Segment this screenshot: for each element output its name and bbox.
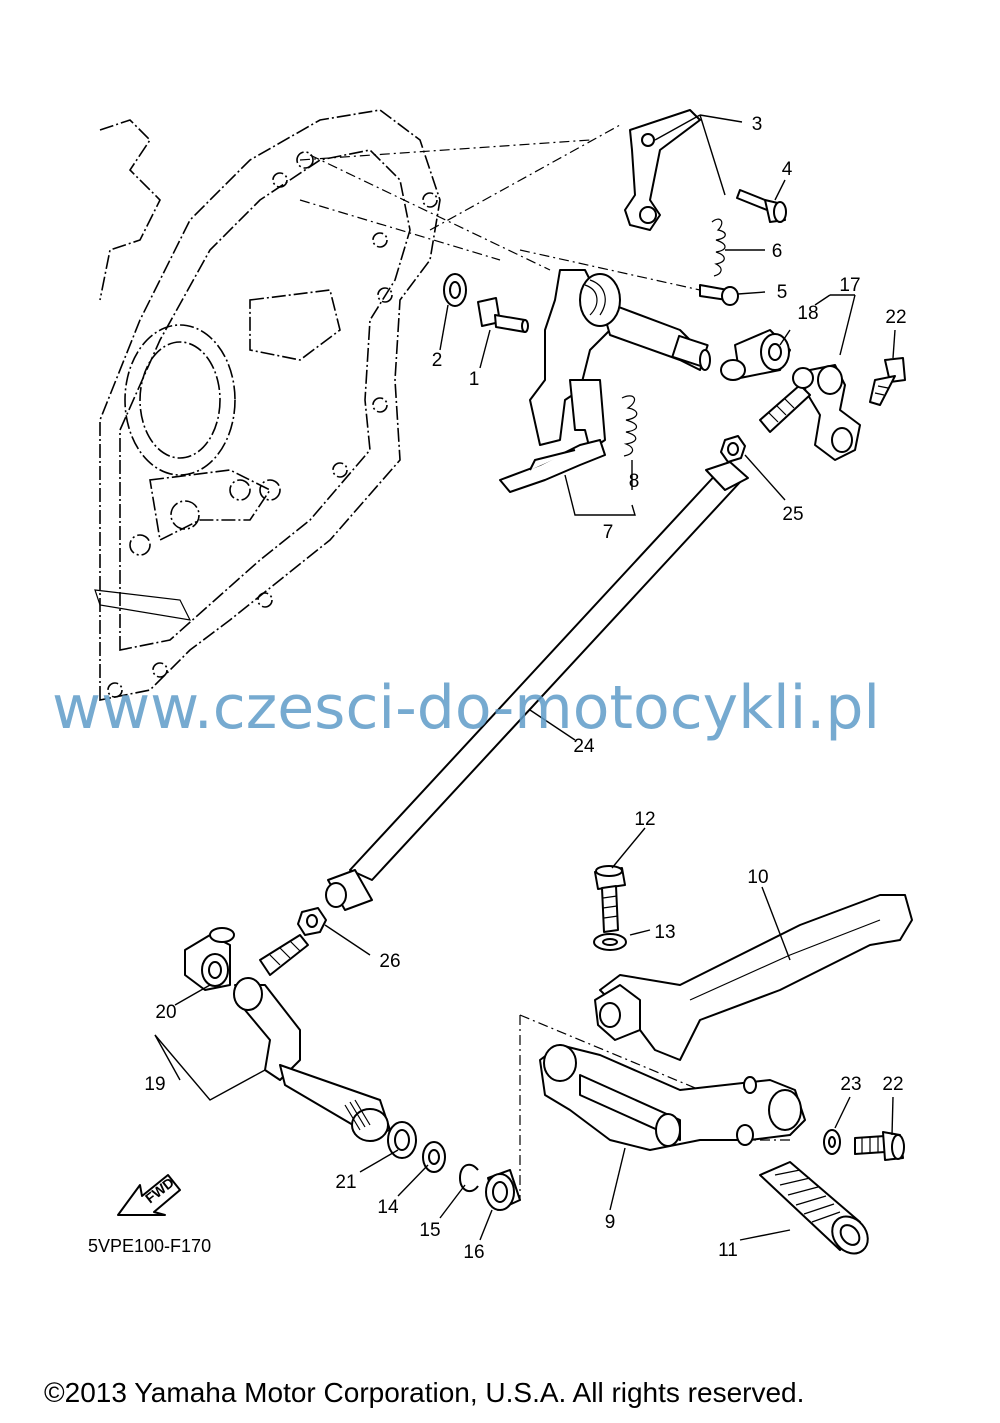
callout-25: 25: [782, 504, 803, 525]
circlip-15: [459, 1163, 479, 1193]
callout-13: 13: [654, 922, 675, 943]
callout-19: 19: [144, 1074, 165, 1095]
bolt-22-lower: [854, 1131, 905, 1161]
bolt-4: [736, 189, 787, 223]
callout-14: 14: [377, 1197, 399, 1218]
washer-2: [443, 273, 467, 307]
shift-pedal-10: [594, 894, 913, 1061]
spring-6: [711, 218, 726, 277]
callout-labels: 1 2 3 4 5 6 7 8 9 10 11 12 13 14 15 16 1…: [144, 114, 906, 1263]
callout-26: 26: [379, 951, 400, 972]
callout-5: 5: [777, 282, 788, 303]
callout-21: 21: [335, 1172, 356, 1193]
callout-22-upper: 22: [885, 307, 906, 328]
callout-24: 24: [573, 736, 595, 757]
washer-23: [823, 1129, 841, 1155]
callout-15: 15: [419, 1220, 440, 1241]
stud-bolt-1: [477, 297, 529, 333]
pin-5: [699, 284, 739, 306]
callout-8: 8: [629, 471, 640, 492]
callout-23: 23: [840, 1074, 861, 1095]
nut-25: [720, 435, 746, 463]
footpeg-rubber-11: [759, 1161, 869, 1255]
shift-shaft-7: [499, 269, 711, 493]
fwd-arrow-icon: FWD: [117, 1174, 181, 1216]
callout-4: 4: [782, 159, 793, 180]
watermark-text: www.czesci-do-motocykli.pl: [52, 673, 880, 743]
callout-12: 12: [634, 809, 655, 830]
callout-10: 10: [747, 867, 768, 888]
callout-16: 16: [463, 1242, 484, 1263]
callout-leaders: [154, 114, 896, 1241]
callout-1: 1: [469, 369, 480, 390]
copyright-text: ©2013 Yamaha Motor Corporation, U.S.A. A…: [44, 1377, 804, 1408]
callout-7: 7: [603, 522, 614, 543]
bolt-22-upper: [869, 357, 906, 406]
callout-6: 6: [772, 241, 783, 262]
lever-19: [233, 934, 391, 1142]
callout-22-lower: 22: [882, 1074, 903, 1095]
washer-13: [593, 933, 627, 951]
callout-2: 2: [432, 350, 443, 371]
callout-9: 9: [605, 1212, 616, 1233]
seal-21: [387, 1121, 417, 1159]
callout-18: 18: [797, 303, 818, 324]
nut-26: [297, 907, 327, 936]
crankcase-outline: [94, 109, 441, 701]
diagram-code: 5VPE100-F170: [88, 1236, 211, 1256]
joint-18: [720, 329, 791, 381]
pedal-link-9: [539, 1044, 806, 1151]
callout-11: 11: [718, 1240, 738, 1261]
callout-20: 20: [155, 1002, 176, 1023]
spring-8: [621, 395, 638, 457]
joint-20: [184, 927, 235, 991]
washer-14: [422, 1141, 446, 1173]
bolt-12: [594, 865, 626, 933]
stopper-lever-3: [624, 109, 701, 231]
lever-17: [759, 364, 861, 461]
callout-3: 3: [752, 114, 763, 135]
bushing-16: [485, 1169, 521, 1211]
callout-17: 17: [839, 275, 860, 296]
shift-rod-24: [325, 461, 749, 911]
